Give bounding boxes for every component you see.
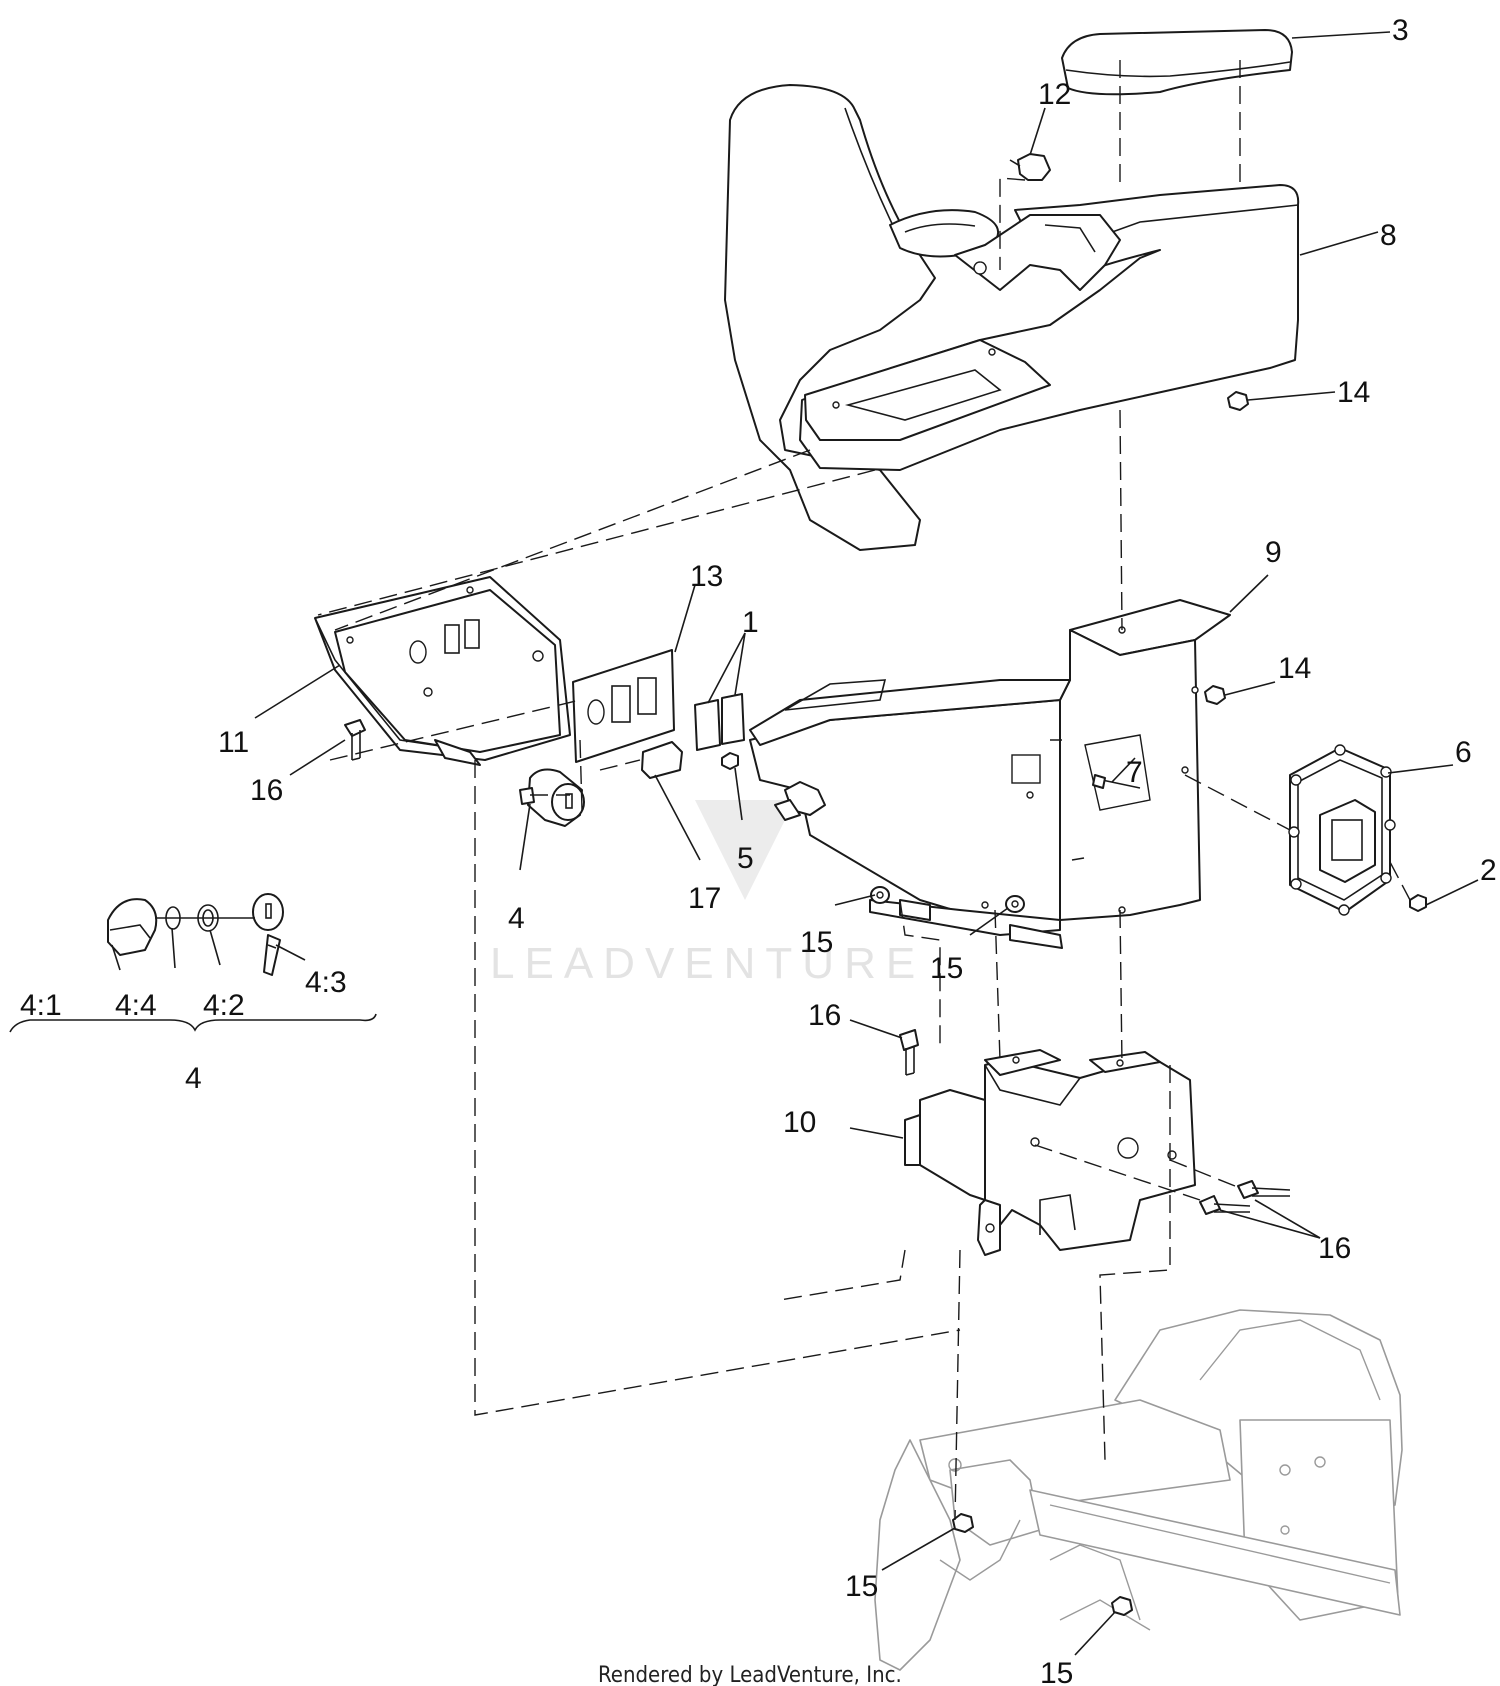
callout-12: 12 bbox=[1038, 78, 1071, 111]
switch-plate bbox=[572, 649, 675, 763]
bolt-16-center bbox=[899, 1029, 919, 1076]
callout-3: 3 bbox=[1392, 14, 1409, 47]
assembly-lines bbox=[317, 60, 1411, 1521]
knob bbox=[1009, 153, 1051, 181]
callout-11: 11 bbox=[218, 726, 249, 759]
callout-15-bottom-right: 15 bbox=[1040, 1657, 1073, 1686]
controller-module bbox=[1288, 744, 1396, 916]
callout-15-bottom-left: 15 bbox=[845, 1570, 878, 1603]
callout-4-group: 4 bbox=[185, 1062, 202, 1095]
callout-4-2: 4:2 bbox=[203, 989, 245, 1022]
callout-4-1: 4:1 bbox=[20, 989, 62, 1022]
screw-2 bbox=[1409, 894, 1427, 912]
screw-5 bbox=[721, 752, 739, 770]
callout-13: 13 bbox=[690, 560, 723, 593]
callout-16-center: 16 bbox=[808, 999, 841, 1032]
callout-9: 9 bbox=[1265, 536, 1282, 569]
callout-8: 8 bbox=[1380, 219, 1397, 252]
callout-15-right: 15 bbox=[930, 952, 963, 985]
nut-14-top bbox=[1227, 391, 1249, 411]
callout-1: 1 bbox=[742, 606, 759, 639]
callout-4-3: 4:3 bbox=[305, 966, 347, 999]
washer-15-left bbox=[870, 886, 890, 904]
bolt-16-upper bbox=[344, 719, 366, 761]
callout-10: 10 bbox=[783, 1106, 816, 1139]
leader-lines bbox=[111, 31, 1479, 1656]
watermark: LEADVENTURE bbox=[490, 800, 925, 988]
bolts-16-right bbox=[1199, 1180, 1291, 1215]
ignition-switch bbox=[519, 768, 585, 827]
callout-17: 17 bbox=[688, 882, 721, 915]
callout-7: 7 bbox=[1126, 756, 1143, 789]
switch-bracket bbox=[314, 576, 571, 766]
watermark-text: LEADVENTURE bbox=[490, 939, 925, 988]
nut-15-bottom-left bbox=[952, 1513, 974, 1533]
ignition-switch-breakdown bbox=[9, 893, 377, 1033]
callout-14-right: 14 bbox=[1278, 652, 1311, 685]
nut-14-right bbox=[1204, 685, 1226, 705]
plug-17 bbox=[641, 741, 683, 779]
stud-7 bbox=[1092, 774, 1141, 789]
callout-6: 6 bbox=[1455, 736, 1472, 769]
console-frame bbox=[749, 599, 1231, 949]
callout-14-top: 14 bbox=[1337, 376, 1370, 409]
mounting-bracket bbox=[904, 1049, 1196, 1256]
rocker-switches bbox=[694, 693, 745, 751]
console-cover bbox=[724, 84, 1300, 551]
callout-15-left: 15 bbox=[800, 926, 833, 959]
armrest-pad bbox=[1061, 29, 1293, 96]
chassis-frame bbox=[874, 1309, 1403, 1671]
callout-2: 2 bbox=[1480, 854, 1497, 887]
callout-5: 5 bbox=[737, 842, 754, 875]
callout-4-main: 4 bbox=[508, 902, 525, 935]
callout-16-upper: 16 bbox=[250, 774, 283, 807]
callout-labels: 3 12 8 14 9 13 1 14 11 16 6 7 5 2 4 17 1… bbox=[20, 14, 1497, 1686]
callout-4-4: 4:4 bbox=[115, 989, 157, 1022]
render-credit: Rendered by LeadVenture, Inc. bbox=[598, 1663, 902, 1686]
callout-16-right: 16 bbox=[1318, 1232, 1351, 1265]
washer-15-right bbox=[1005, 895, 1025, 913]
